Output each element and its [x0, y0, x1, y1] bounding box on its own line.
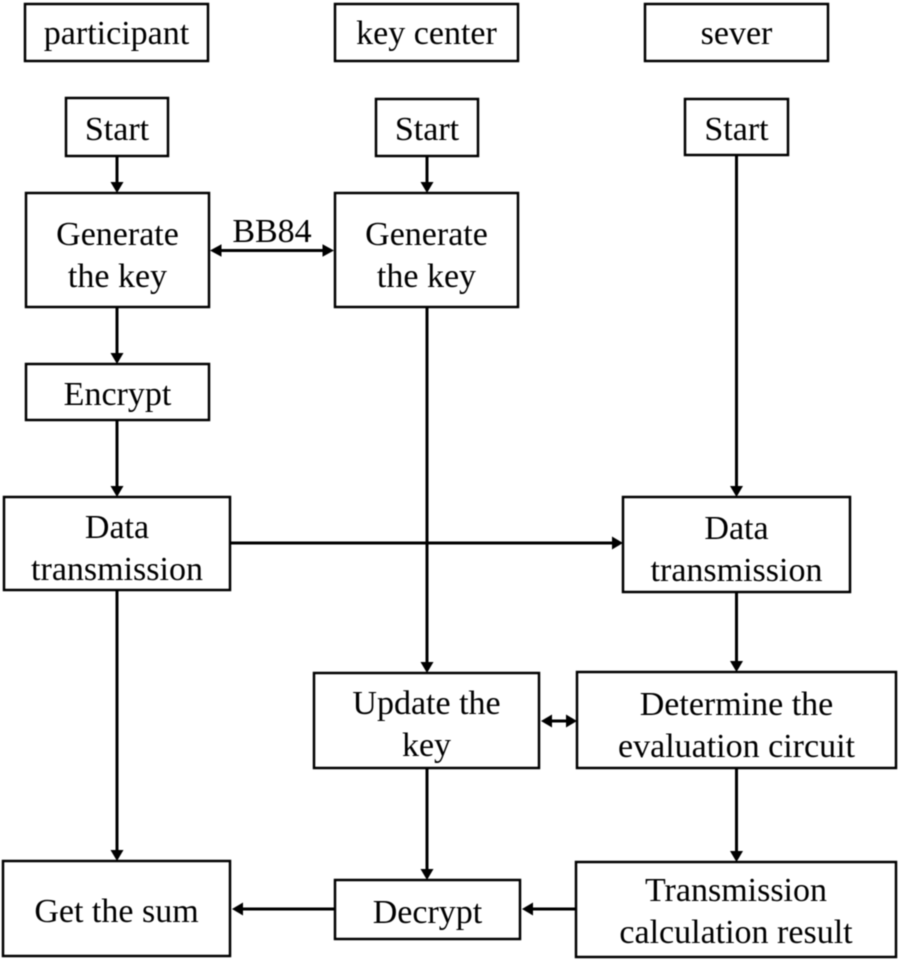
svg-text:Transmission: Transmission [645, 872, 827, 909]
svg-text:key: key [402, 727, 451, 764]
svg-text:Data: Data [704, 510, 768, 547]
svg-text:transmission: transmission [651, 552, 823, 589]
svg-text:Get the sum: Get the sum [34, 893, 198, 930]
svg-text:Start: Start [85, 111, 150, 148]
svg-text:transmission: transmission [31, 551, 203, 588]
svg-text:Update the: Update the [352, 685, 500, 722]
svg-text:Start: Start [395, 111, 460, 148]
svg-text:Encrypt: Encrypt [64, 376, 172, 413]
svg-text:Decrypt: Decrypt [373, 894, 483, 931]
svg-text:Start: Start [704, 111, 769, 148]
svg-text:sever: sever [701, 15, 773, 52]
svg-text:key center: key center [356, 15, 497, 52]
svg-text:BB84: BB84 [232, 213, 311, 250]
svg-text:Generate: Generate [365, 216, 488, 253]
svg-text:Data: Data [85, 509, 149, 546]
svg-text:calculation result: calculation result [619, 914, 853, 951]
svg-text:participant: participant [44, 15, 190, 52]
svg-text:Determine the: Determine the [640, 686, 834, 723]
svg-text:Generate: Generate [56, 216, 179, 253]
svg-text:evaluation circuit: evaluation circuit [618, 728, 856, 765]
svg-text:the key: the key [68, 258, 167, 295]
svg-text:the key: the key [377, 258, 476, 295]
